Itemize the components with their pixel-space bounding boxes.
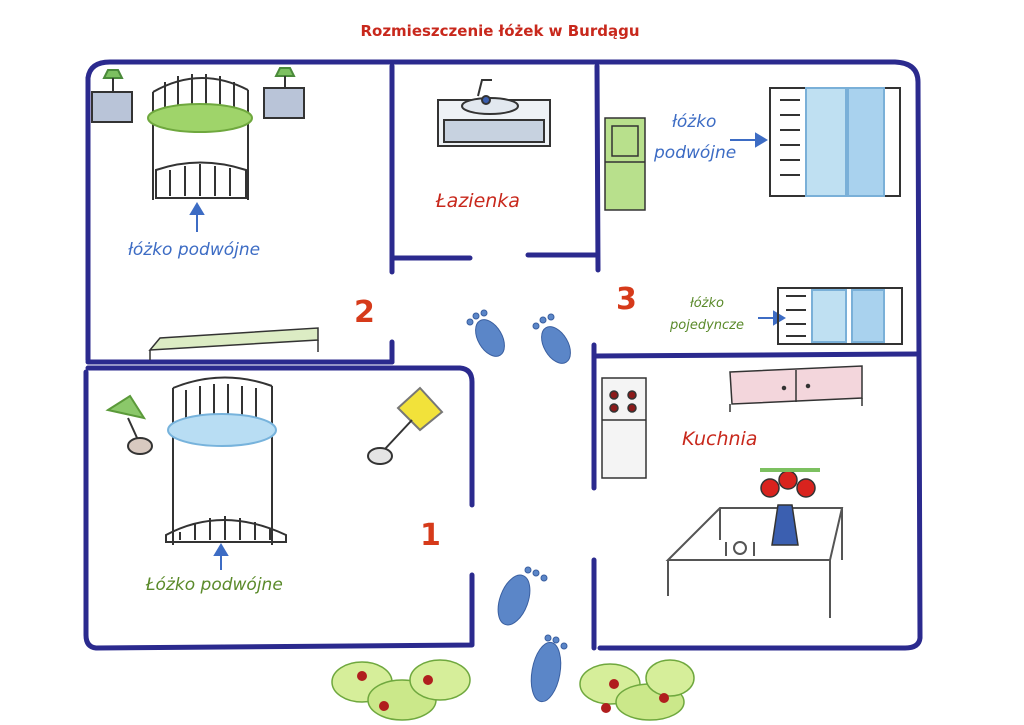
wall-kitchen-top (593, 351, 921, 359)
wall-room1 (85, 365, 475, 508)
footprint-icon (497, 566, 548, 626)
bush-icon (331, 659, 471, 721)
footprint-icon (466, 309, 505, 357)
double-bed-icon (769, 87, 901, 197)
arrow-up-icon (189, 202, 205, 232)
diagram-title: Rozmieszczenie łóżek w Burdągu (360, 22, 640, 40)
floor-lamp-icon (105, 394, 153, 455)
footprint-icon (530, 634, 568, 703)
wardrobe-icon (604, 117, 646, 211)
room3-single-bed-label-line1: łóżko (690, 296, 724, 311)
arrow-right-icon (730, 132, 768, 148)
stove-icon (601, 377, 647, 479)
nightstand-lamp-icon (91, 69, 133, 123)
double-bed-icon (147, 74, 253, 200)
arrow-up-icon (213, 543, 229, 570)
bathroom-label: Łazienka (436, 190, 520, 212)
wall-room1-lower (83, 369, 475, 651)
kitchen-label: Kuchnia (682, 428, 758, 450)
sink-icon (437, 79, 551, 147)
arrow-right-icon (758, 310, 786, 326)
room-number-3: 3 (616, 282, 637, 317)
outer-wall-top (85, 59, 923, 651)
room2-bed-label: łóżko podwójne (128, 240, 261, 260)
floor-lamp-icon (367, 386, 444, 465)
flower-vase-icon (760, 468, 820, 546)
wall-bathroom-right (594, 63, 601, 273)
room-number-1: 1 (420, 518, 441, 553)
table-icon (665, 507, 844, 618)
room3-double-bed-label-line2: podwójne (654, 143, 737, 163)
double-bed-icon (165, 376, 287, 545)
room-number-2: 2 (354, 295, 375, 330)
kitchen-cabinet-icon (729, 365, 863, 412)
room3-single-bed-label-line2: pojedyncze (670, 318, 744, 333)
room3-double-bed-label-line1: łóżko (672, 112, 717, 132)
nightstand-lamp-icon (263, 67, 305, 119)
bench-icon (148, 327, 319, 360)
single-bed-icon (777, 287, 903, 345)
room1-bed-label: Łóżko podwójne (146, 575, 283, 595)
walls (83, 59, 923, 651)
bush-icon (579, 659, 695, 721)
footprint-icon (532, 313, 571, 364)
